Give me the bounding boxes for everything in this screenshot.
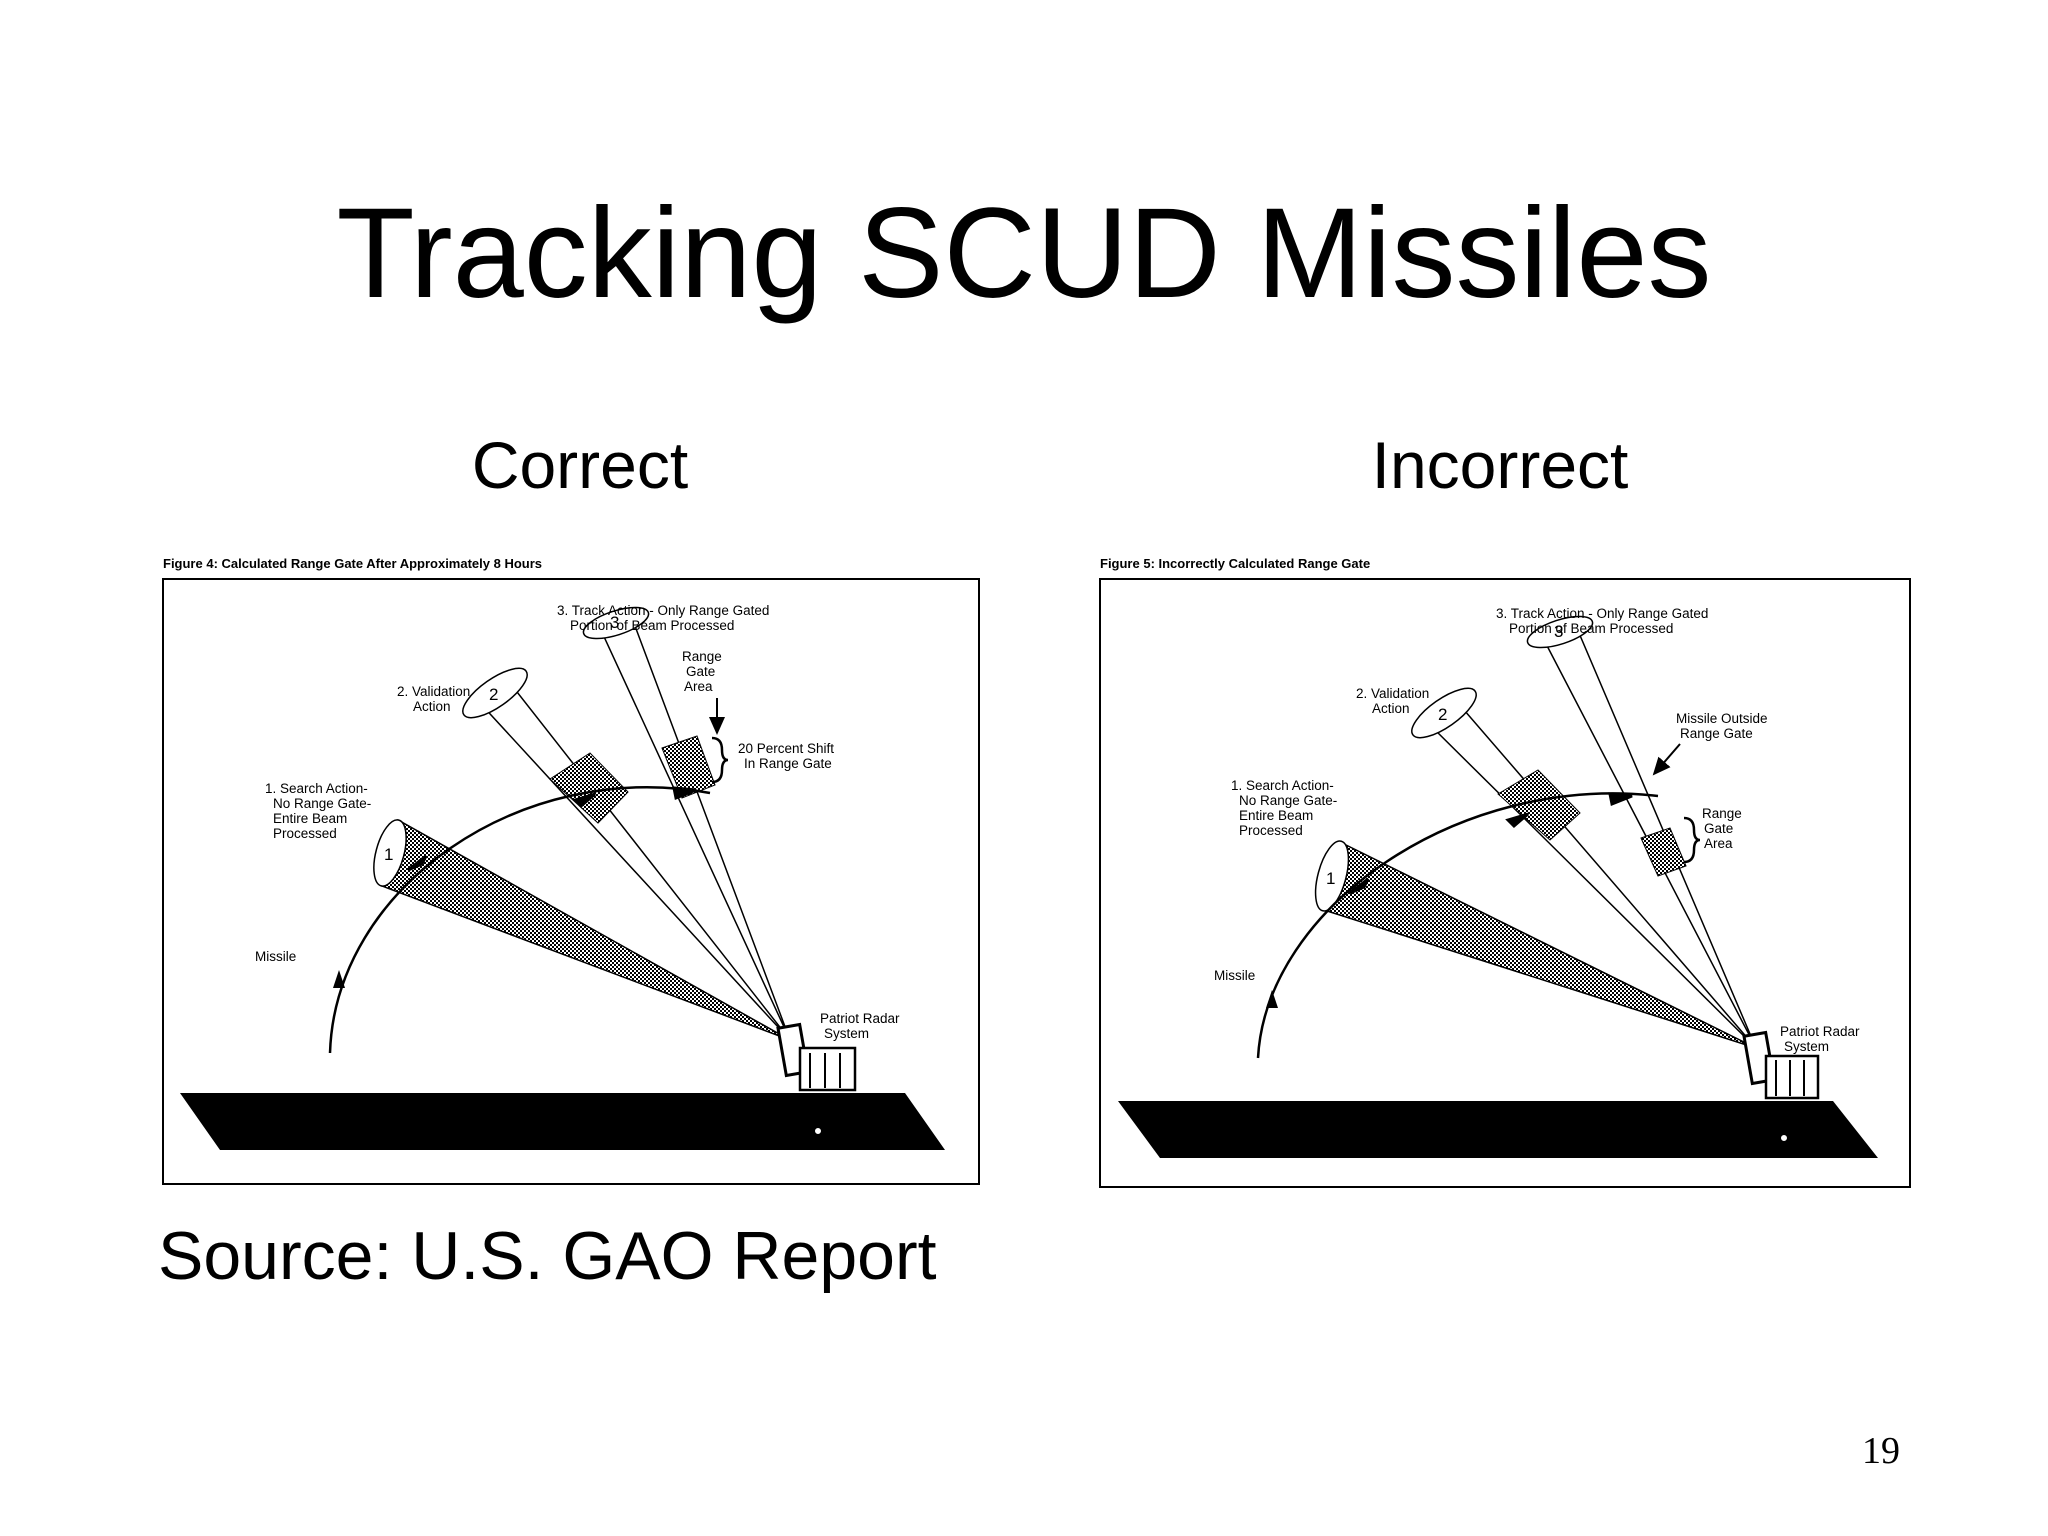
beam-2-aperture — [1411, 687, 1477, 739]
beam-3-aperture — [1526, 615, 1594, 649]
beam-1-aperture — [1314, 840, 1350, 912]
missile-marker-2 — [572, 792, 596, 809]
beam-2-aperture — [462, 667, 528, 719]
shift-brace — [711, 736, 729, 784]
patriot-radar — [776, 1022, 857, 1136]
missile-icon — [1266, 990, 1278, 1008]
beam-3-number: 3 — [1554, 622, 1563, 641]
missile-label: Missile — [1214, 968, 1255, 983]
beam-2-gate — [1497, 769, 1581, 841]
beam-2-gate — [549, 752, 629, 824]
percent-shift-label: 20 Percent Shift In Range Gate — [738, 741, 838, 771]
correct-diagram: Figure 4: Calculated Range Gate After Ap… — [162, 556, 980, 1185]
validation-label: 2. Validation Action — [397, 684, 474, 714]
ground — [180, 1093, 945, 1150]
search-action-label: 1. Search Action- No Range Gate- Entire … — [1231, 778, 1341, 838]
beam-1-number: 1 — [384, 845, 393, 864]
beam-1-cone — [1321, 841, 1757, 1049]
outside-arrow — [1652, 743, 1681, 776]
beam-2-number: 2 — [1438, 705, 1447, 724]
range-gate-brace — [1683, 816, 1701, 864]
missile-marker-3 — [672, 786, 697, 801]
figure-caption: Figure 5: Incorrectly Calculated Range G… — [1100, 556, 1370, 571]
ground — [1118, 1101, 1878, 1158]
missile-icon — [333, 970, 345, 988]
missile-marker-1 — [407, 854, 428, 872]
beam-2-number: 2 — [489, 685, 498, 704]
track-action-label: 3. Track Action - Only Range Gated Porti… — [1496, 606, 1712, 636]
figure-caption: Figure 4: Calculated Range Gate After Ap… — [163, 556, 542, 571]
validation-label: 2. Validation Action — [1356, 686, 1433, 716]
source-note: Source: U.S. GAO Report — [158, 1218, 937, 1294]
missile-label: Missile — [255, 949, 296, 964]
beam-2 — [478, 681, 791, 1041]
figure-frame — [1099, 578, 1911, 1188]
radar-label: Patriot Radar System — [1780, 1024, 1863, 1054]
beam-3-gate — [661, 735, 716, 799]
range-gate-area-label: Range Gate Area — [1702, 806, 1746, 851]
radar-label: Patriot Radar System — [820, 1011, 903, 1041]
missile-outside-label: Missile Outside Range Gate — [1676, 711, 1771, 741]
search-action-label: 1. Search Action- No Range Gate- Entire … — [265, 781, 375, 841]
incorrect-heading: Incorrect — [1371, 428, 1629, 502]
beam-3-number: 3 — [610, 613, 619, 632]
beam-3-aperture — [582, 606, 650, 640]
missile-marker-3 — [1608, 792, 1633, 807]
missile-marker-2 — [1505, 812, 1529, 829]
missile-marker-1 — [1349, 877, 1370, 895]
patriot-radar — [1742, 1030, 1820, 1143]
beam-3-gate — [1640, 827, 1687, 877]
incorrect-figure: Figure 5: Incorrectly Calculated Range G… — [1088, 548, 1918, 1188]
range-gate-area-label: Range Gate Area — [682, 649, 726, 694]
track-action-label: 3. Track Action - Only Range Gated Porti… — [557, 603, 773, 633]
page-number: 19 — [1862, 1430, 1900, 1472]
slide-title: Tracking SCUD Missiles — [336, 182, 1712, 325]
correct-heading: Correct — [471, 428, 689, 502]
correct-figure: Figure 4: Calculated Range Gate After Ap… — [150, 548, 980, 1188]
beam-1-number: 1 — [1326, 869, 1335, 888]
incorrect-diagram: Figure 5: Incorrectly Calculated Range G… — [1099, 556, 1911, 1188]
figure-frame — [162, 578, 980, 1185]
beam-1-aperture — [373, 819, 407, 887]
